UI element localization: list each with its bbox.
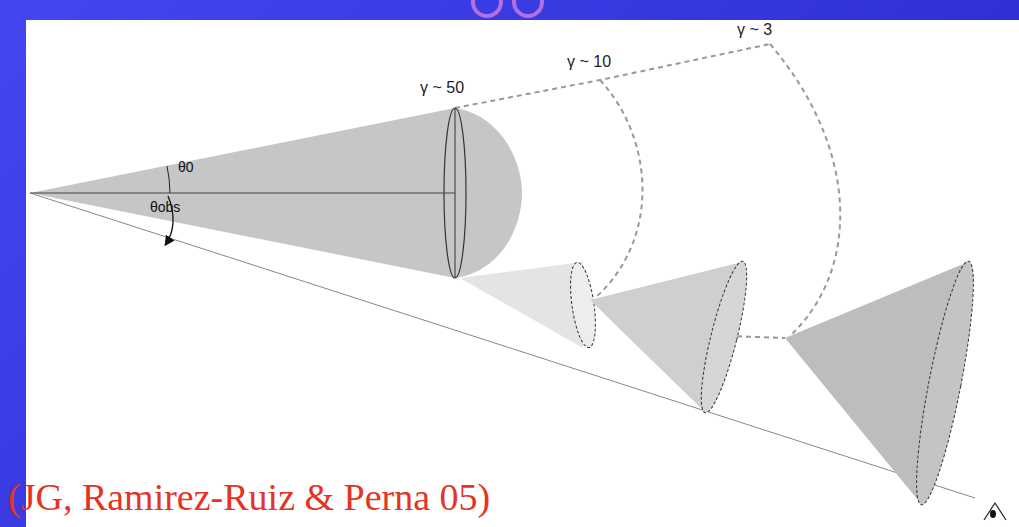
- angle-label: θobs: [150, 200, 180, 214]
- angle-label: θ0: [178, 160, 194, 174]
- cone-rim: [906, 258, 985, 508]
- title-fragment: [473, 0, 501, 16]
- dashed-top-line: [455, 44, 770, 108]
- cone-rim: [566, 261, 600, 349]
- main-jet-cone: [30, 108, 522, 278]
- jet-cone-2: [460, 262, 583, 348]
- cone-rim: [693, 258, 756, 416]
- eye-pupil: [990, 510, 996, 518]
- white-panel: [26, 20, 1019, 527]
- dashed-arc: [595, 80, 643, 298]
- lorentz-factor: γ ~ 3: [737, 22, 772, 38]
- lorentz-factor: γ ~ 10: [567, 54, 611, 70]
- dashed-arc: [770, 44, 840, 336]
- lorentz-factor: γ ~ 50: [420, 80, 464, 96]
- citation: (JG, Ramirez-Ruiz & Perna 05): [8, 478, 490, 516]
- title-fragment: [514, 0, 542, 16]
- theta0-arc: [167, 166, 170, 193]
- jet-axis: [30, 193, 455, 194]
- observer-eye: [984, 503, 1006, 520]
- eye-outline: [984, 503, 1006, 520]
